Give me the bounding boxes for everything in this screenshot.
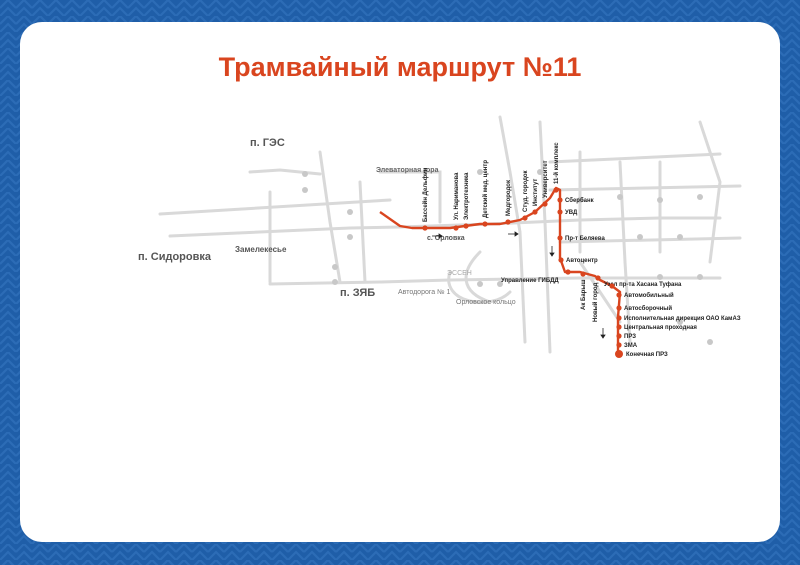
svg-text:Сбербанк: Сбербанк: [565, 197, 594, 204]
svg-text:Узел пр-та Хасана Туфана: Узел пр-та Хасана Туфана: [604, 281, 682, 288]
stop-narimanova: Ул. Нариманова: [453, 172, 460, 231]
page-title: Трамвайный маршрут №11: [218, 52, 582, 82]
svg-text:Исполнительная дирекция ОАО Ка: Исполнительная дирекция ОАО КамАЗ: [624, 316, 741, 322]
stop-11-kompleks: 11-й комплекс: [553, 142, 560, 193]
map-card: Трамвайный маршрут №11: [20, 22, 780, 542]
stop-pr-belyaeva: Пр-т Беляева: [557, 235, 605, 242]
stop-prz: ПРЗ: [616, 333, 636, 340]
district-ring: Орловское кольцо: [456, 299, 516, 306]
stop-detsky: Детский мед. центр: [482, 160, 489, 227]
stop-gibdd: Управление ГИБДД: [501, 269, 571, 284]
stop-konechnaya-prz: Конечная ПРЗ: [615, 350, 668, 358]
stop-novy-gorod: Новый город: [592, 282, 615, 322]
svg-text:Институт: Институт: [533, 179, 539, 206]
svg-text:Автомобильный: Автомобильный: [624, 292, 674, 299]
svg-text:Студ. городок: Студ. городок: [523, 170, 529, 212]
svg-text:УВД: УВД: [565, 210, 578, 216]
stop-elektrotekhnika: Электротехника: [463, 172, 470, 229]
district-zyab: п. ЗЯБ: [340, 287, 375, 299]
district-labels: п. ГЭС п. Сидоровка Замелекесье п. ЗЯБ Э…: [138, 137, 516, 306]
svg-text:Ул. Нариманова: Ул. Нариманова: [454, 172, 460, 220]
svg-text:ЗМА: ЗМА: [624, 343, 638, 349]
stop-medgorodok: Медгородок: [505, 180, 512, 225]
svg-text:ПРЗ: ПРЗ: [624, 334, 636, 340]
stop-stud-gorodok: Студ. городок: [522, 170, 529, 221]
stop-sberbank: Сбербанк: [557, 197, 594, 204]
svg-text:Центральная проходная: Центральная проходная: [624, 325, 697, 331]
right-stops: Сбербанк УВД Пр-т Беляева Автоцентр Упра…: [501, 197, 741, 358]
svg-text:Автоцентр: Автоцентр: [566, 258, 598, 264]
stop-prokhodnaya: Центральная проходная: [616, 324, 697, 331]
svg-text:Детский мед. центр: Детский мед. центр: [482, 160, 489, 218]
stop-zma: ЗМА: [616, 342, 638, 349]
stop-direkciya: Исполнительная дирекция ОАО КамАЗ: [616, 315, 741, 322]
district-essen: ЭССЕН: [447, 270, 472, 277]
stop-institut: Институт: [532, 179, 539, 215]
svg-text:Университет: Университет: [543, 160, 549, 198]
stop-avtocentr: Автоцентр: [558, 257, 598, 264]
svg-text:Бассейн Дельфин: Бассейн Дельфин: [422, 167, 429, 222]
district-sidorovka: п. Сидоровка: [138, 251, 212, 263]
district-zamelekese: Замелекесье: [235, 245, 287, 254]
stop-avtomobilny: Автомобильный: [616, 292, 674, 299]
district-elevator: Элеваторная гора: [376, 167, 439, 174]
stop-avtosborochny: Автосборочный: [616, 305, 672, 312]
stop-ak-barysh: Ак Барыш: [580, 271, 587, 310]
svg-text:Автосборочный: Автосборочный: [624, 305, 672, 312]
svg-text:11-й комплекс: 11-й комплекс: [553, 142, 560, 184]
direction-arrows: [432, 231, 606, 339]
street-grid-dots: [302, 169, 713, 345]
svg-text:Конечная ПРЗ: Конечная ПРЗ: [626, 352, 668, 358]
svg-text:Медгородок: Медгородок: [506, 180, 512, 216]
district-ges: п. ГЭС: [250, 137, 285, 149]
district-autoroad: Автодорога № 1: [398, 289, 451, 296]
svg-text:Электротехника: Электротехника: [464, 172, 470, 220]
district-orlovka: с. Орловка: [427, 235, 465, 242]
stop-basseyn: Бассейн Дельфин: [422, 167, 429, 231]
svg-text:Новый город: Новый город: [592, 282, 599, 322]
svg-text:Управление ГИБДД: Управление ГИБДД: [501, 278, 559, 284]
stop-uzel-tufana: Узел пр-та Хасана Туфана: [595, 275, 682, 288]
upper-stops: Бассейн Дельфин Ул. Нариманова Электроте…: [422, 142, 560, 231]
stop-universitet: Университет: [542, 160, 549, 207]
stop-uvd: УВД: [557, 209, 578, 216]
route-map[interactable]: п. ГЭС п. Сидоровка Замелекесье п. ЗЯБ Э…: [20, 22, 780, 542]
svg-text:Пр-т Беляева: Пр-т Беляева: [565, 236, 605, 242]
tram-route-line: [379, 186, 622, 354]
svg-text:Ак Барыш: Ак Барыш: [581, 280, 587, 310]
